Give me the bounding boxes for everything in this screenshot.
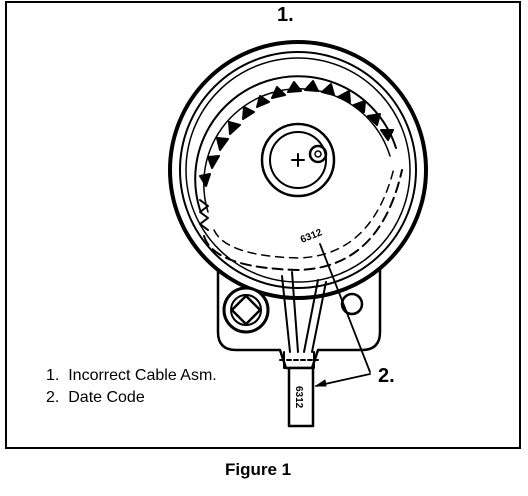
cable-path-dashed-inner	[213, 167, 395, 259]
leader-arrowhead	[315, 379, 327, 387]
hub-inner	[269, 131, 327, 189]
legend: 1. Incorrect Cable Asm. 2. Date Code	[46, 367, 217, 406]
gear-spring	[199, 199, 209, 231]
figure-frame	[5, 1, 521, 449]
mount-hole-left-square	[230, 294, 262, 326]
mechanism-drawing	[168, 40, 428, 428]
gear-segment-arc	[194, 75, 397, 211]
gear-teeth	[199, 80, 394, 187]
mount-hole-right	[340, 292, 364, 316]
figure-caption: Figure 1	[225, 460, 291, 479]
cable-path-dashed	[203, 169, 403, 271]
hub-pin-center	[314, 150, 322, 158]
cable-tail	[287, 366, 315, 428]
callout-2: 2.	[378, 365, 395, 387]
callout-1: 1.	[277, 4, 294, 26]
date-code-stamp-cable: 6312	[293, 386, 304, 409]
housing-inner-ring-2	[185, 57, 411, 283]
housing-inner-ring	[179, 51, 417, 289]
cable-exit-right-arm	[303, 279, 327, 353]
legend-item-1: 1. Incorrect Cable Asm.	[46, 367, 217, 384]
hub-pin	[308, 144, 328, 164]
cable-exit-left-arm	[281, 271, 299, 353]
legend-item-2: 2. Date Code	[46, 389, 145, 406]
leader-line-housing	[319, 243, 371, 373]
gear-segment-arc-inner	[203, 88, 391, 213]
hub-center-mark	[291, 153, 305, 167]
